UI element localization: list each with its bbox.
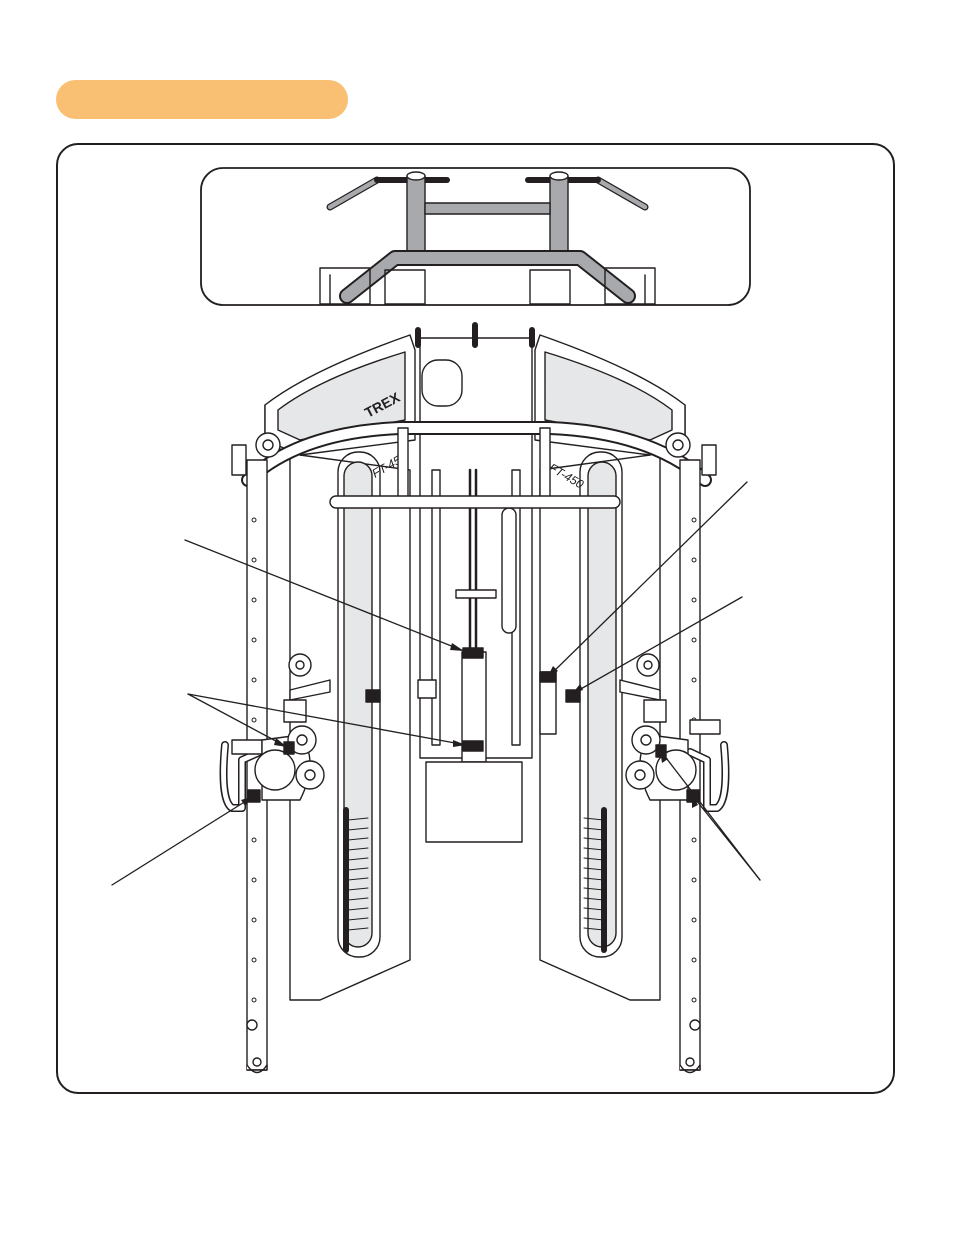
- weight-block: [425, 761, 523, 843]
- center-frame: [241, 322, 712, 843]
- inset-pullup-bar: [319, 171, 656, 305]
- right-pulley-carriage: [619, 653, 730, 812]
- inset-box: [200, 167, 751, 306]
- callout-leader-weight-pin: [184, 539, 465, 652]
- center-bracket: [417, 679, 437, 699]
- diagram-frame: [56, 143, 895, 1094]
- callout-leader-left-carriage: [187, 693, 288, 748]
- left-tower-decal: [365, 689, 381, 703]
- callout-leader-weight-stack: [187, 693, 467, 746]
- weight-pin-decal: [462, 647, 484, 659]
- right-tower: FT-450: [534, 334, 686, 1001]
- callout-leader-right-handle: [691, 794, 761, 881]
- left-carriage-decal: [283, 741, 295, 755]
- callout-leaders: [111, 481, 761, 886]
- weight-stack-decal: [462, 740, 484, 752]
- callout-leader-left-handle: [111, 795, 255, 886]
- callout-leader-right-placard: [546, 481, 748, 679]
- left-tower: FT-450 TREX: [264, 334, 416, 1001]
- section-header-pill: [56, 80, 348, 119]
- callout-leader-right-tower: [571, 596, 743, 695]
- right-tower-decal: [565, 689, 581, 703]
